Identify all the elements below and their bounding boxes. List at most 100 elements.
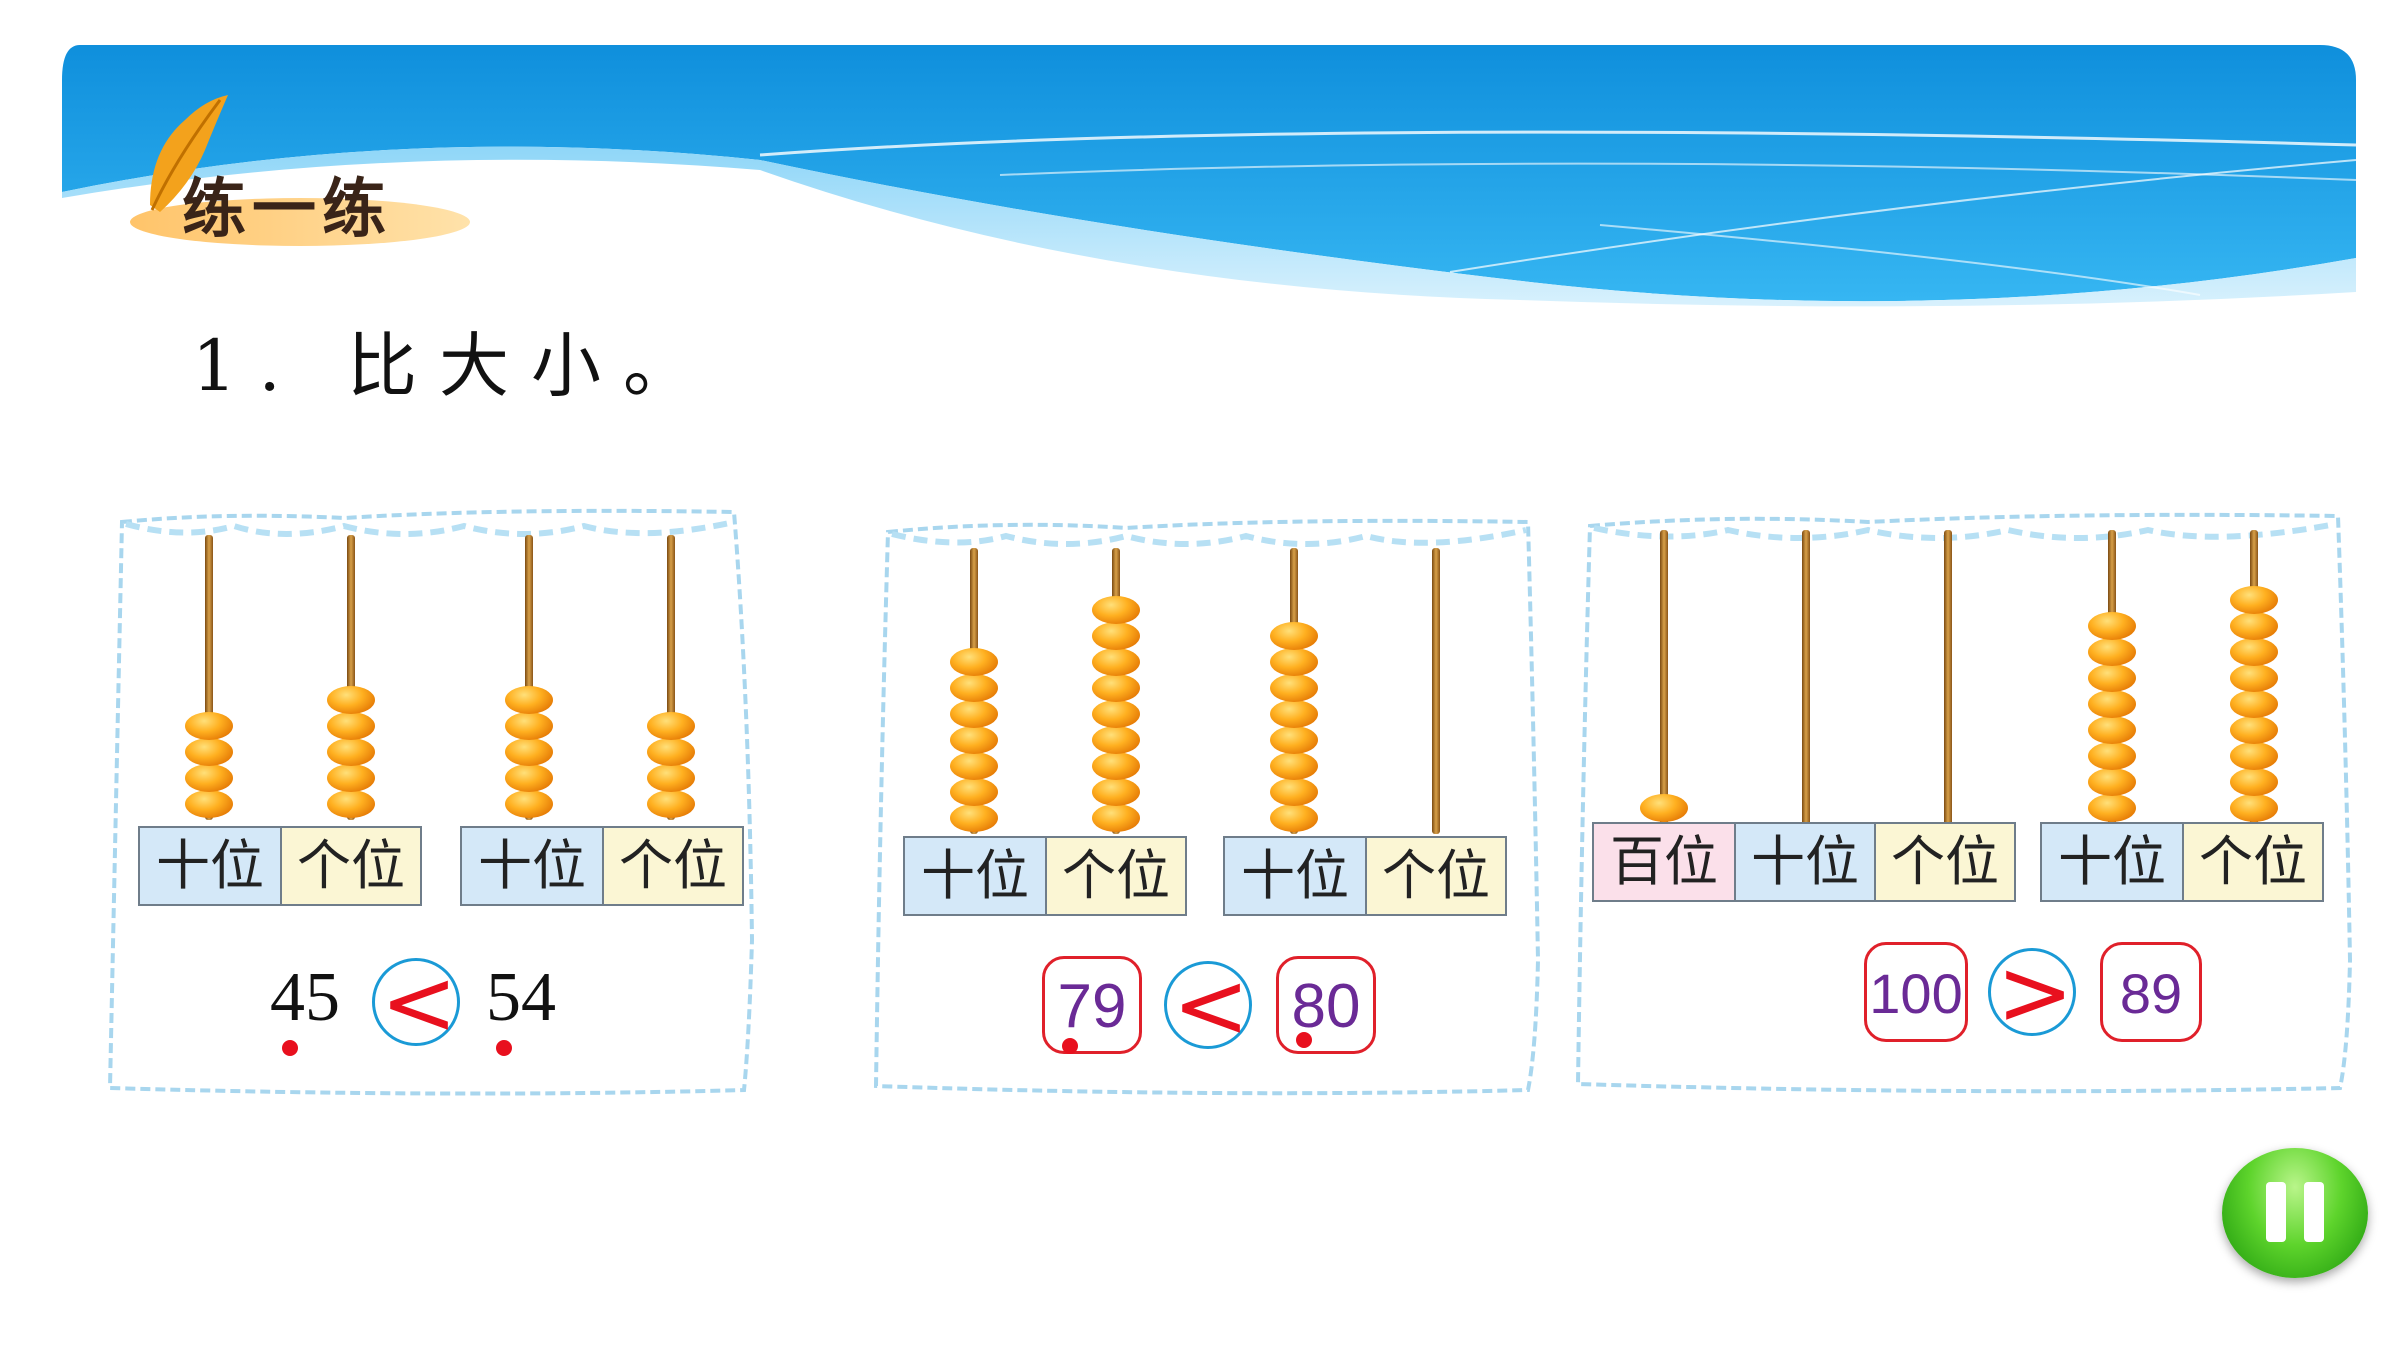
comparison-sign: > <box>1996 939 2074 1046</box>
abacus-bead <box>185 790 233 818</box>
label-tens: 十位 <box>140 828 280 904</box>
number-box-right: 80 <box>1276 956 1376 1054</box>
abacus-bead <box>950 674 998 702</box>
abacus-bead <box>505 738 553 766</box>
label-tens: 十位 <box>905 838 1045 914</box>
abacus-bead <box>2088 716 2136 744</box>
abacus-bead <box>950 648 998 676</box>
abacus-bead <box>327 764 375 792</box>
abacus-bead <box>2230 716 2278 744</box>
abacus-bead <box>647 764 695 792</box>
abacus-bead <box>1092 700 1140 728</box>
label-tens: 十位 <box>462 828 602 904</box>
comparison-sign: < <box>380 949 458 1056</box>
abacus-bead <box>647 738 695 766</box>
place-value-labels: 十位 个位 <box>460 826 744 906</box>
exercise-card-1: 十位 个位 十位 个位 45 < 54 <box>104 500 764 1100</box>
abacus-bead <box>2088 690 2136 718</box>
abacus-bead <box>2230 638 2278 666</box>
abacus-bead <box>2088 638 2136 666</box>
abacus-bead <box>1092 726 1140 754</box>
comparison-circle: > <box>1988 939 2076 1046</box>
label-ones: 个位 <box>280 828 420 904</box>
abacus-bead <box>2088 768 2136 796</box>
abacus-bead <box>505 790 553 818</box>
abacus-bead <box>185 738 233 766</box>
abacus-bead <box>327 712 375 740</box>
abacus-bead <box>1092 778 1140 806</box>
place-value-labels: 十位 个位 <box>903 836 1187 916</box>
ones-dot-marker <box>1296 1032 1312 1048</box>
exercise-card-2: 十位 个位 十位 个位 79 < 80 <box>866 500 1546 1100</box>
abacus-bead <box>2230 664 2278 692</box>
abacus-bead <box>1092 648 1140 676</box>
abacus-bead <box>2088 664 2136 692</box>
abacus-bead <box>505 712 553 740</box>
ones-dot-marker <box>1062 1038 1078 1054</box>
abacus-bead <box>2230 612 2278 640</box>
label-ones: 个位 <box>1365 838 1505 914</box>
abacus-bead <box>2088 794 2136 822</box>
abacus-bead <box>950 804 998 832</box>
abacus-bead <box>1270 648 1318 676</box>
abacus-bead <box>2088 612 2136 640</box>
abacus-bead <box>2230 794 2278 822</box>
label-ones: 个位 <box>1045 838 1185 914</box>
label-tens: 十位 <box>1734 824 1874 900</box>
place-value-labels: 十位 个位 <box>2040 822 2324 902</box>
abacus-bead <box>1092 622 1140 650</box>
abacus-bead <box>2230 586 2278 614</box>
label-tens: 十位 <box>1225 838 1365 914</box>
exercise-card-3: 百位 十位 个位 十位 个位 100 > 89 <box>1568 500 2358 1100</box>
abacus-bead <box>327 790 375 818</box>
question-text: 1. 比大小。 <box>192 325 716 407</box>
abacus-bead <box>1092 596 1140 624</box>
label-ones: 个位 <box>2182 824 2322 900</box>
label-hundreds: 百位 <box>1594 824 1734 900</box>
abacus-bead <box>2230 742 2278 770</box>
number-right: 54 <box>486 959 556 1036</box>
abacus-bead <box>2088 742 2136 770</box>
abacus-bead <box>505 764 553 792</box>
abacus-bead <box>1270 804 1318 832</box>
abacus-bead <box>1270 726 1318 754</box>
number-box-left: 100 <box>1864 942 1968 1042</box>
abacus-bead <box>1270 674 1318 702</box>
abacus-bead <box>1092 752 1140 780</box>
abacus-bead <box>1092 804 1140 832</box>
pause-button[interactable] <box>2222 1148 2368 1278</box>
number-left: 45 <box>270 959 340 1036</box>
abacus-bead <box>2230 690 2278 718</box>
abacus-bead <box>185 764 233 792</box>
number-box-right: 89 <box>2100 942 2202 1042</box>
ones-dot-marker <box>282 1040 298 1056</box>
section-title: 练一练 <box>182 173 392 247</box>
comparison-sign: < <box>1172 952 1250 1059</box>
abacus-bead <box>950 752 998 780</box>
label-tens: 十位 <box>2042 824 2182 900</box>
comparison-circle: < <box>1164 952 1252 1059</box>
ones-dot-marker <box>496 1040 512 1056</box>
abacus-bead <box>327 738 375 766</box>
abacus-bead <box>1270 778 1318 806</box>
abacus-bead <box>647 712 695 740</box>
abacus-bead <box>1270 622 1318 650</box>
abacus-bead <box>505 686 553 714</box>
abacus-bead <box>2230 768 2278 796</box>
abacus-bead <box>327 686 375 714</box>
abacus-bead <box>1270 700 1318 728</box>
abacus-bead <box>185 712 233 740</box>
label-ones: 个位 <box>602 828 742 904</box>
feather-icon <box>150 95 228 212</box>
abacus-bead <box>950 778 998 806</box>
comparison-circle: < <box>372 949 460 1056</box>
abacus-bead <box>647 790 695 818</box>
abacus-bead <box>950 700 998 728</box>
abacus-bead <box>1270 752 1318 780</box>
label-ones: 个位 <box>1874 824 2014 900</box>
header-banner <box>62 45 2357 307</box>
number-box-left: 79 <box>1042 956 1142 1054</box>
abacus-bead <box>1640 794 1688 822</box>
abacus-bead <box>950 726 998 754</box>
place-value-labels: 十位 个位 <box>138 826 422 906</box>
